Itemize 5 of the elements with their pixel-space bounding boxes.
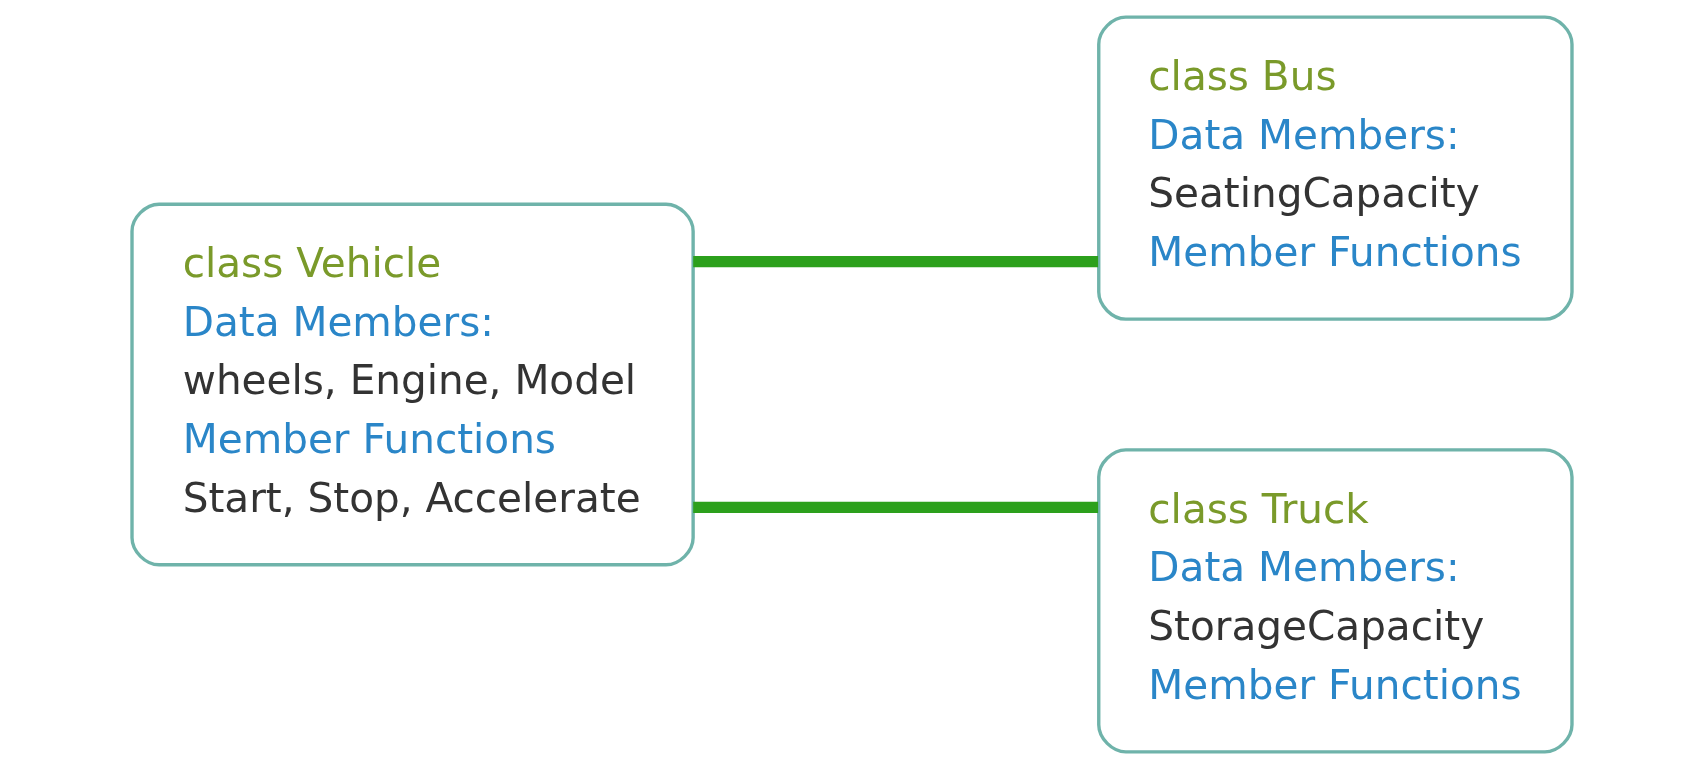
connector — [693, 501, 1099, 513]
node-box: class Truck Data Members: StorageCapacity Member Functions — [1097, 448, 1574, 754]
node-box: class Vehicle Data Members: wheels, Engine, Model Member Functions Start, Stop, Accelerate — [130, 202, 695, 567]
node-box: class Bus Data Members: SeatingCapacity Member Functions — [1097, 15, 1574, 321]
connector — [693, 256, 1099, 268]
